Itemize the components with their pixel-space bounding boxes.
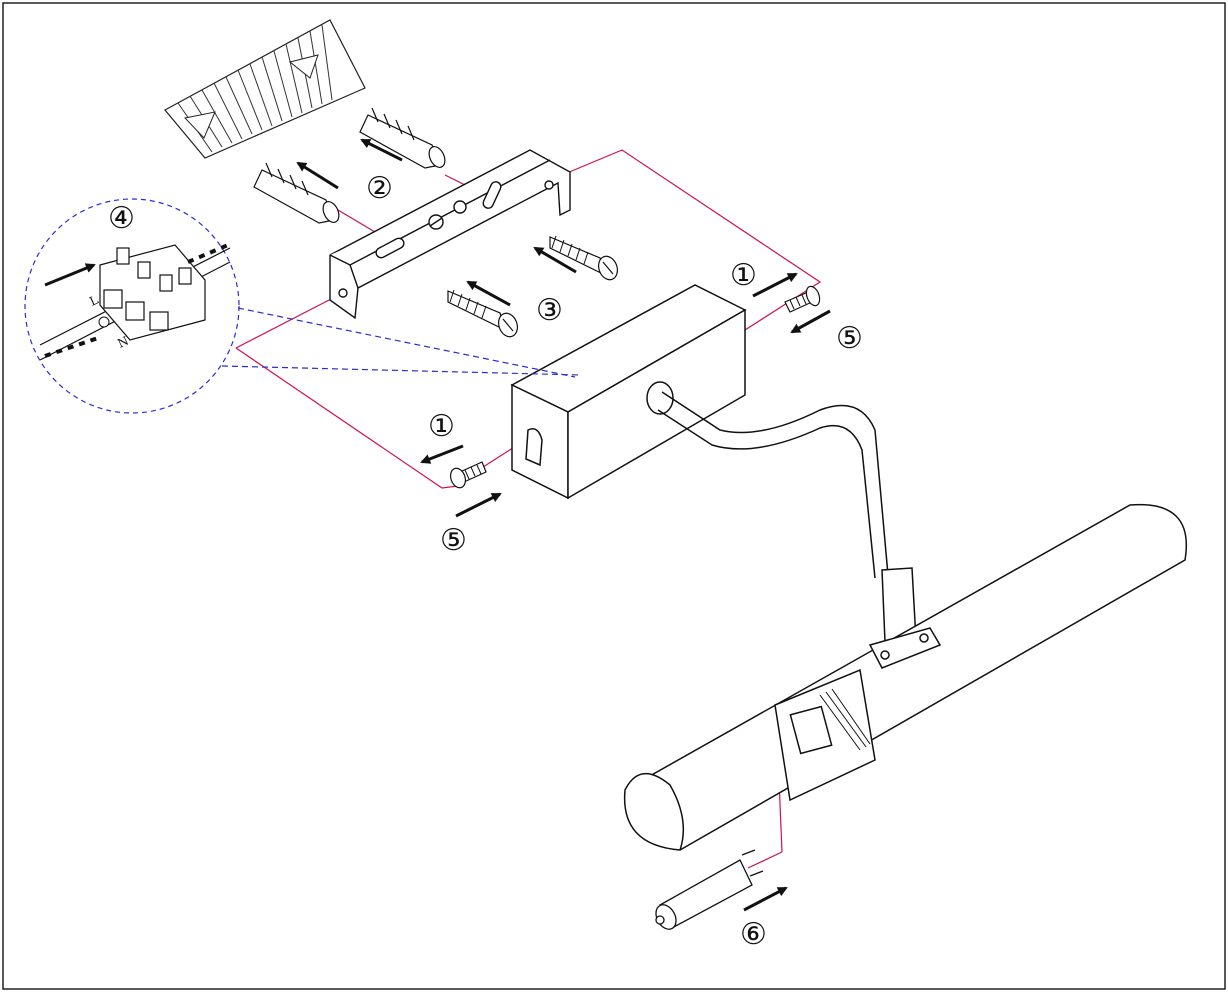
arrow-step6 bbox=[743, 886, 788, 912]
step-number-5-right: ⑤ bbox=[836, 321, 863, 356]
lamp-shade bbox=[623, 503, 1187, 851]
arrow-plug-lower bbox=[296, 161, 339, 190]
step-number-4: ④ bbox=[108, 201, 135, 236]
arrow-step1-right bbox=[752, 272, 798, 298]
screw-lower bbox=[447, 289, 519, 338]
step-number-6: ⑥ bbox=[740, 917, 767, 952]
arrow-terminal bbox=[44, 263, 96, 287]
arrow-screw-upper bbox=[533, 246, 577, 274]
fixing-screw-right bbox=[784, 285, 821, 313]
gooseneck-arm bbox=[657, 391, 917, 643]
terminal-detail-callout: L N bbox=[24, 198, 581, 414]
screw-upper bbox=[549, 235, 619, 281]
wall-section bbox=[164, 19, 366, 159]
ground-symbol-icon bbox=[98, 316, 110, 328]
wall-plug-upper bbox=[359, 107, 446, 169]
step-number-1-left: ① bbox=[428, 409, 455, 444]
arrow-screw-lower bbox=[466, 280, 511, 307]
mounting-bracket bbox=[329, 149, 571, 320]
step-number-3: ③ bbox=[536, 293, 563, 328]
halogen-bulb bbox=[655, 849, 764, 930]
arrow-step5-right bbox=[790, 309, 831, 334]
step-number-5-left: ⑤ bbox=[440, 523, 467, 558]
arrow-step1-left bbox=[420, 444, 464, 464]
step-number-2: ② bbox=[366, 171, 393, 206]
junction-box bbox=[510, 284, 747, 500]
step-number-1-right: ① bbox=[730, 258, 757, 293]
wall-plug-lower bbox=[253, 162, 340, 224]
guide-lines bbox=[235, 149, 822, 869]
direction-arrows bbox=[44, 138, 831, 912]
fixing-screw-left bbox=[449, 461, 487, 489]
arrow-plug-upper bbox=[360, 138, 403, 162]
arrow-step5-left bbox=[455, 492, 502, 518]
